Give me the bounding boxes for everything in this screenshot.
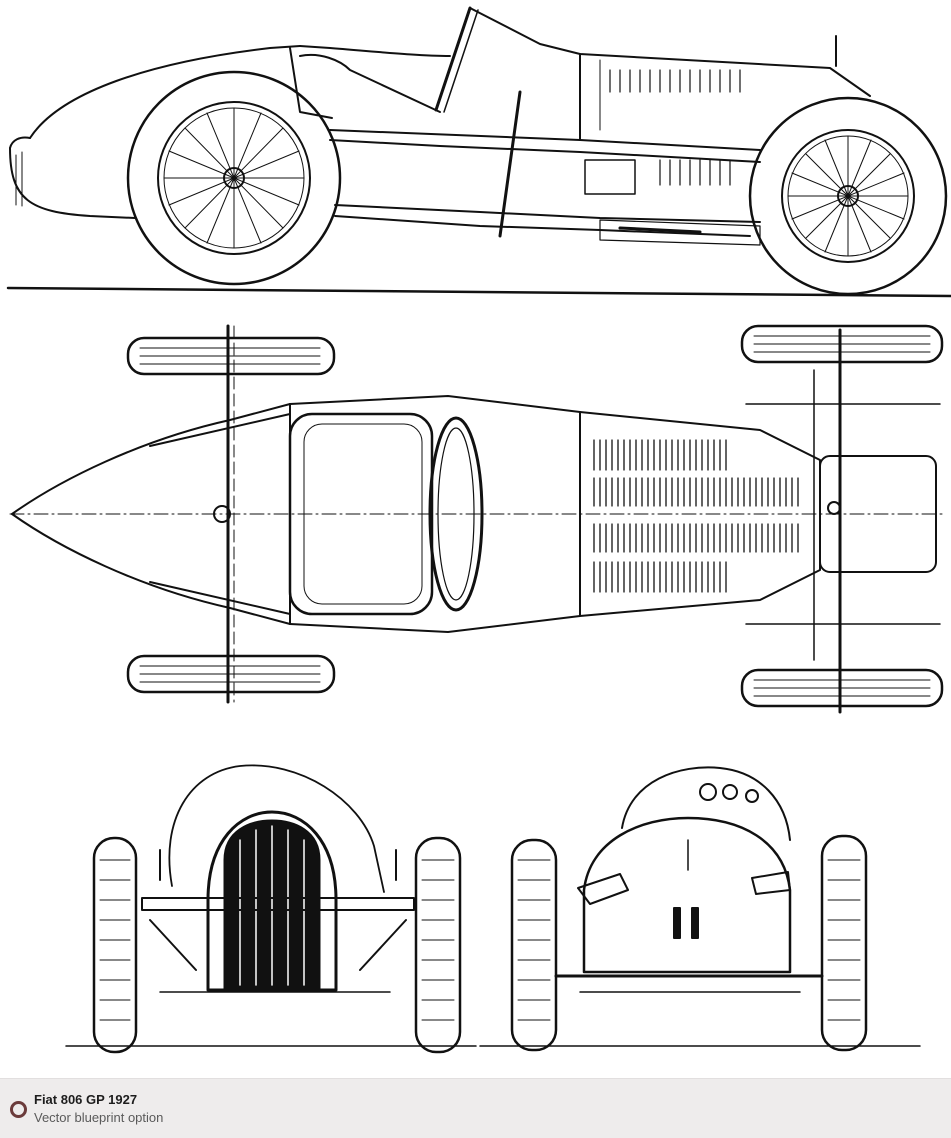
top-view (9, 324, 946, 714)
blueprint-title[interactable]: Fiat 806 GP 1927 (34, 1092, 138, 1107)
circle-ring-icon (10, 1101, 27, 1118)
rear-view (479, 766, 921, 1052)
caption-bar: Fiat 806 GP 1927 Vector blueprint option (0, 1078, 951, 1138)
side-view (6, 6, 951, 298)
blueprint-drawing (6, 6, 951, 1054)
blueprint-subtitle: Vector blueprint option (34, 1110, 164, 1125)
front-view (65, 764, 477, 1054)
